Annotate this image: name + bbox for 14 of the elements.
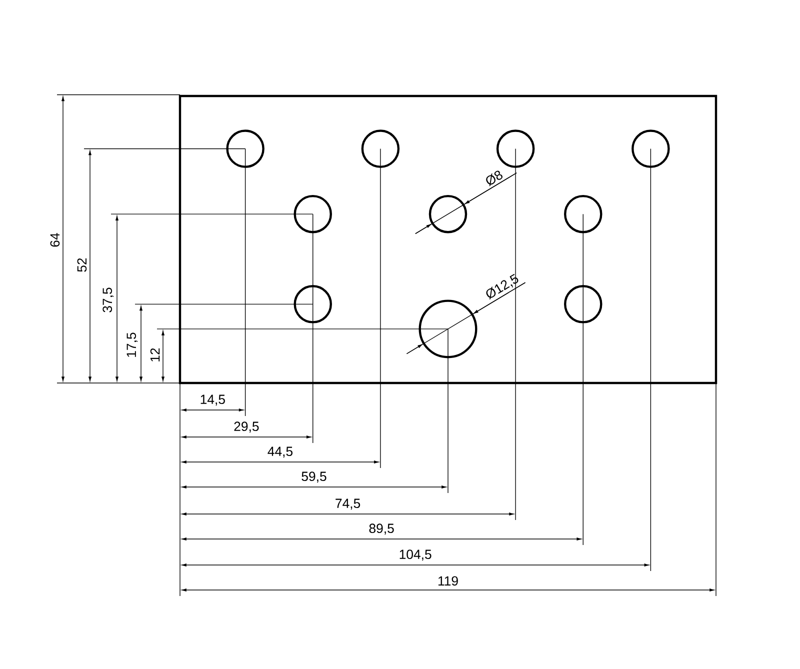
dimension-label: 17,5 [126, 332, 138, 357]
dimension-label: 44,5 [268, 446, 292, 458]
dimension-label: 14,5 [200, 394, 225, 406]
dimension-label: 74,5 [336, 498, 360, 510]
dimension-label: 104,5 [400, 550, 432, 561]
dimension-label: 37,5 [102, 288, 114, 312]
dimension-label: 64 [50, 233, 60, 247]
dimension-label: 29,5 [234, 422, 259, 433]
dimension-label: 12 [150, 348, 160, 362]
dimension-label: 59,5 [302, 472, 326, 483]
dimension-label: 52 [77, 258, 87, 272]
dimension-label: Ø8 [486, 170, 502, 186]
dimension-label: 119 [438, 576, 458, 586]
dimension-label: 89,5 [369, 524, 394, 535]
